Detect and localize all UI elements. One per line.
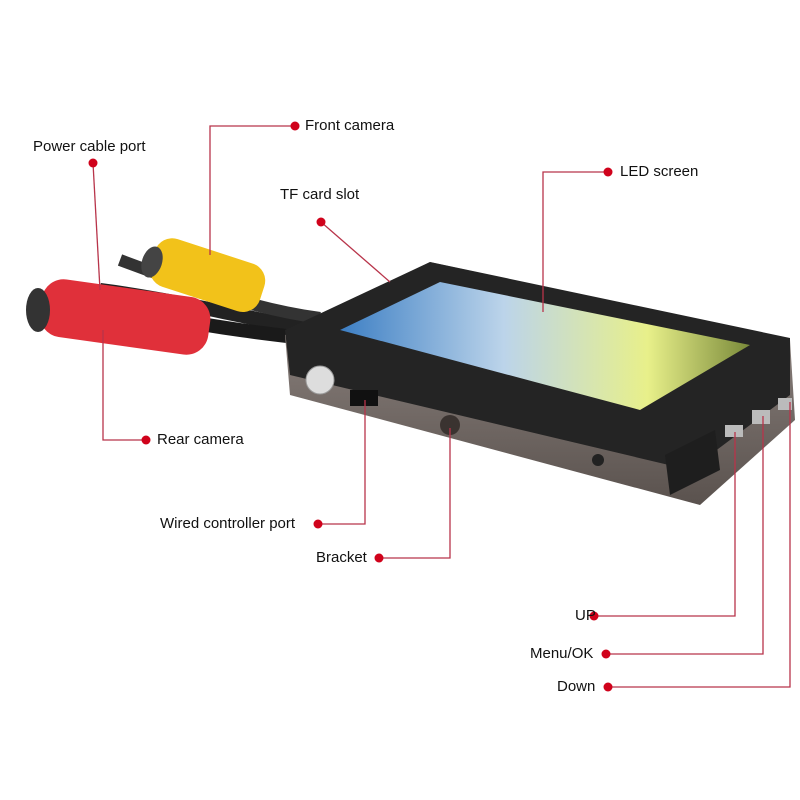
led-screen-display	[340, 282, 750, 410]
rear-camera-plug	[26, 279, 211, 355]
label-front-camera: Front camera	[305, 117, 395, 134]
dvr-device	[285, 262, 795, 505]
menu-ok-button	[752, 410, 770, 424]
label-tf-card-slot: TF card slot	[280, 186, 360, 203]
label-rear-camera: Rear camera	[157, 431, 244, 448]
bracket-mount	[440, 415, 460, 435]
label-bracket: Bracket	[316, 549, 367, 566]
label-wired-controller-port: Wired controller port	[160, 515, 296, 532]
label-led-screen: LED screen	[620, 163, 699, 180]
usb-port	[350, 390, 378, 406]
label-power-cable-port: Power cable port	[33, 138, 146, 155]
callout-lines	[92, 125, 791, 688]
up-button	[725, 425, 743, 437]
down-button	[778, 398, 792, 410]
label-up: UP	[575, 607, 596, 624]
label-menu-ok: Menu/OK	[530, 645, 594, 662]
callout-dots	[88, 121, 613, 692]
label-down: Down	[557, 678, 596, 695]
front-camera-plug	[141, 238, 266, 313]
